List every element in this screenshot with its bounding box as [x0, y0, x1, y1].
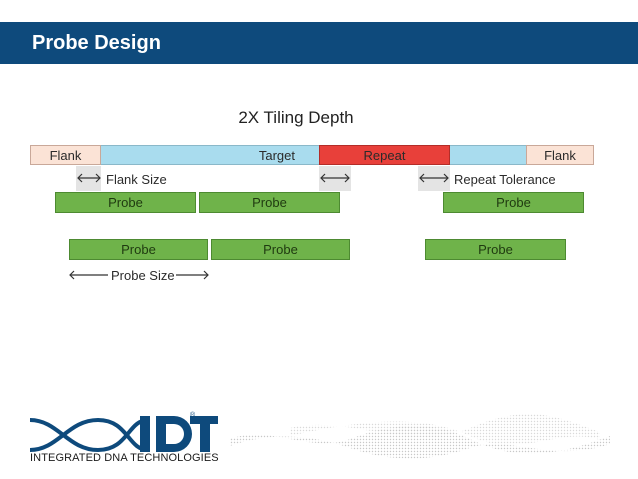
- flank-size-arrow-icon: [77, 173, 101, 183]
- probe-label: Probe: [108, 195, 143, 210]
- probe-label: Probe: [263, 242, 298, 257]
- flank-left-label: Flank: [49, 147, 82, 163]
- flank-size-label: Flank Size: [106, 172, 167, 187]
- probe-row2-1: Probe: [69, 239, 208, 260]
- probe-size-label: Probe Size: [111, 268, 175, 283]
- diagram-title: 2X Tiling Depth: [238, 108, 354, 127]
- flank-right-label: Flank: [544, 147, 576, 163]
- probe-row1-2: Probe: [199, 192, 340, 213]
- repeat-label: Repeat: [363, 147, 406, 163]
- repeat-segment: Repeat: [319, 145, 450, 165]
- probe-label: Probe: [252, 195, 287, 210]
- probe-row1-3: Probe: [443, 192, 584, 213]
- page-title: Probe Design: [32, 32, 161, 54]
- target-segment-right: [450, 145, 526, 165]
- registered-mark: ®: [190, 412, 196, 419]
- header-bar: [0, 22, 638, 64]
- repeat-tolerance-label: Repeat Tolerance: [454, 172, 556, 187]
- company-name: INTEGRATED DNA TECHNOLOGIES: [30, 452, 219, 464]
- probe-label: Probe: [496, 195, 531, 210]
- probe-size-arrow-icon: [69, 270, 209, 280]
- target-label: Target: [258, 147, 295, 163]
- repeat-tolerance-arrow-right-icon: [419, 173, 449, 183]
- probe-row1-1: Probe: [55, 192, 196, 213]
- probe-row2-2: Probe: [211, 239, 350, 260]
- target-segment: Target: [101, 145, 319, 165]
- probe-row2-3: Probe: [425, 239, 566, 260]
- flank-right-segment: Flank: [526, 145, 594, 165]
- probe-label: Probe: [121, 242, 156, 257]
- idt-logo: [29, 416, 218, 453]
- repeat-tolerance-arrow-left-icon: [320, 173, 350, 183]
- flank-left-segment: Flank: [30, 145, 101, 165]
- dna-wave-decoration: [230, 414, 610, 459]
- probe-label: Probe: [478, 242, 513, 257]
